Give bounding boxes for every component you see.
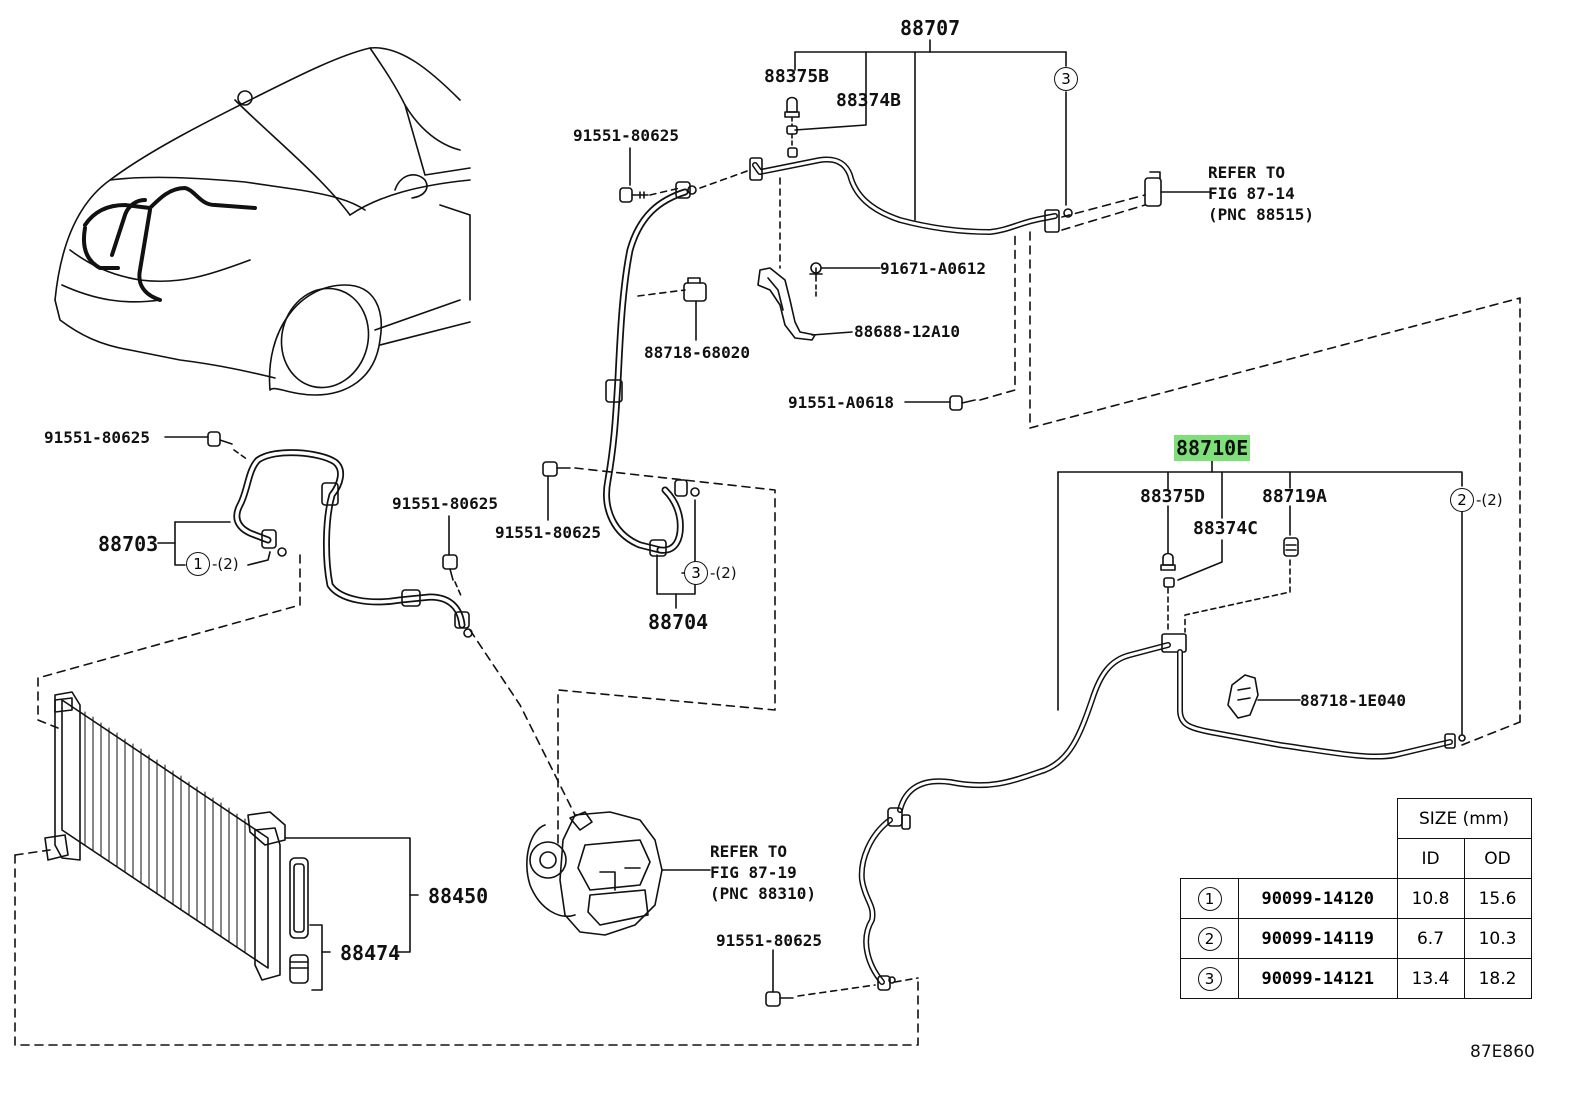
condenser-88450 (44, 691, 419, 981)
bracket-88688-12A10 (757, 177, 881, 341)
table-row: 2 90099-14119 6.7 10.3 (1180, 918, 1532, 959)
row-id: 13.4 (1396, 958, 1465, 999)
row-number-circle: 3 (1197, 966, 1222, 991)
row-number-circle: 1 (1197, 886, 1222, 911)
callout-suffix-2: -(2) (1476, 491, 1503, 509)
row-part-number[interactable]: 90099-14121 (1238, 958, 1398, 999)
label-88719A[interactable]: 88719A (1262, 486, 1328, 507)
cap-88375B (784, 96, 800, 158)
row-part-number[interactable]: 90099-14119 (1238, 918, 1398, 959)
callout-circle-2: 2 (1450, 488, 1474, 512)
refer-line-1: REFER TO (710, 842, 788, 861)
callout-circle-1: 1 (186, 552, 210, 576)
bolt-91551-80625-top (619, 147, 751, 203)
row-number-circle: 2 (1197, 926, 1222, 951)
label-leaders-88710E (1057, 457, 1521, 746)
size-table: SIZE (mm) ID OD 1 90099-14120 10.8 15.6 … (1180, 798, 1532, 999)
callout-circle-3-top: 3 (1054, 67, 1078, 91)
label-88703[interactable]: 88703 (98, 532, 159, 556)
callout-suffix-3: -(2) (710, 564, 737, 582)
table-row: 1 90099-14120 10.8 15.6 (1180, 878, 1532, 919)
bolt-91551-80625-bottom (765, 949, 919, 1007)
label-91551-80625-mid[interactable]: 91551-80625 (392, 494, 498, 513)
connector-refer-fig-87-14 (1061, 171, 1211, 231)
compressor (526, 811, 711, 936)
label-91551-80625-center[interactable]: 91551-80625 (495, 523, 601, 542)
size-header: SIZE (mm) (1396, 798, 1532, 839)
pipe-88710E (858, 633, 1466, 991)
row-part-number[interactable]: 90099-14120 (1238, 878, 1398, 919)
bolt-91551-80625-center (542, 461, 776, 849)
hose-88704 (603, 181, 700, 557)
highlight-88710E: 88710E (1174, 435, 1251, 461)
refer-to-fig-87-19[interactable]: REFER TO FIG 87-19 (PNC 88310) (710, 841, 816, 904)
refer-line-2: FIG 87-19 (710, 863, 797, 882)
label-91551-A0618[interactable]: 91551-A0618 (788, 393, 894, 412)
label-leaders-88703 (157, 521, 271, 566)
label-88374C[interactable]: 88374C (1193, 518, 1259, 539)
refer-line-1: REFER TO (1208, 163, 1286, 182)
receiver-88474 (289, 857, 331, 991)
refer-line-2: FIG 87-14 (1208, 184, 1295, 203)
label-88707[interactable]: 88707 (900, 16, 961, 40)
label-91551-80625-top[interactable]: 91551-80625 (573, 126, 679, 145)
dashed-leaders-condenser (14, 554, 919, 1046)
valve-88719A (1283, 537, 1299, 557)
clamp-88718-68020 (637, 277, 707, 341)
refer-to-fig-87-14[interactable]: REFER TO FIG 87-14 (PNC 88515) (1208, 162, 1314, 225)
label-88688-12A10[interactable]: 88688-12A10 (854, 322, 960, 341)
label-88718-68020[interactable]: 88718-68020 (644, 343, 750, 362)
table-row: 3 90099-14121 13.4 18.2 (1180, 958, 1532, 999)
cap-88375D (1160, 552, 1176, 588)
clamp-88718-1E040 (1227, 674, 1301, 719)
od-header: OD (1463, 838, 1532, 879)
label-leaders-88707 (794, 39, 1067, 221)
label-91551-80625-bottom[interactable]: 91551-80625 (716, 931, 822, 950)
pipe-88707 (749, 156, 1073, 235)
label-88710E[interactable]: 88710E (1174, 435, 1251, 461)
refer-line-3: (PNC 88515) (1208, 205, 1314, 224)
label-88704[interactable]: 88704 (648, 610, 709, 634)
label-88375B[interactable]: 88375B (764, 66, 830, 87)
pipe-88703 (233, 449, 473, 638)
row-id: 10.8 (1396, 878, 1465, 919)
car-outline-illustration (54, 47, 471, 396)
label-88474[interactable]: 88474 (340, 941, 401, 965)
row-od: 15.6 (1463, 878, 1532, 919)
bolt-91551-80625-left (164, 431, 249, 461)
label-91551-80625-left[interactable]: 91551-80625 (44, 428, 150, 447)
label-91671-A0612[interactable]: 91671-A0612 (880, 259, 986, 278)
label-88718-1E040[interactable]: 88718-1E040 (1300, 691, 1406, 710)
bolt-91551-A0618 (904, 231, 1521, 723)
diagram-code: 87E860 (1470, 1042, 1535, 1062)
bolt-91551-80625-mid (442, 515, 463, 599)
row-od: 18.2 (1463, 958, 1532, 999)
refer-line-3: (PNC 88310) (710, 884, 816, 903)
id-header: ID (1396, 838, 1465, 879)
row-id: 6.7 (1396, 918, 1465, 959)
label-88450[interactable]: 88450 (428, 884, 489, 908)
callout-circle-3-mid: 3 (684, 561, 708, 585)
label-88374B[interactable]: 88374B (836, 90, 902, 111)
callout-suffix-1: -(2) (212, 555, 239, 573)
row-od: 10.3 (1463, 918, 1532, 959)
label-88375D[interactable]: 88375D (1140, 486, 1206, 507)
